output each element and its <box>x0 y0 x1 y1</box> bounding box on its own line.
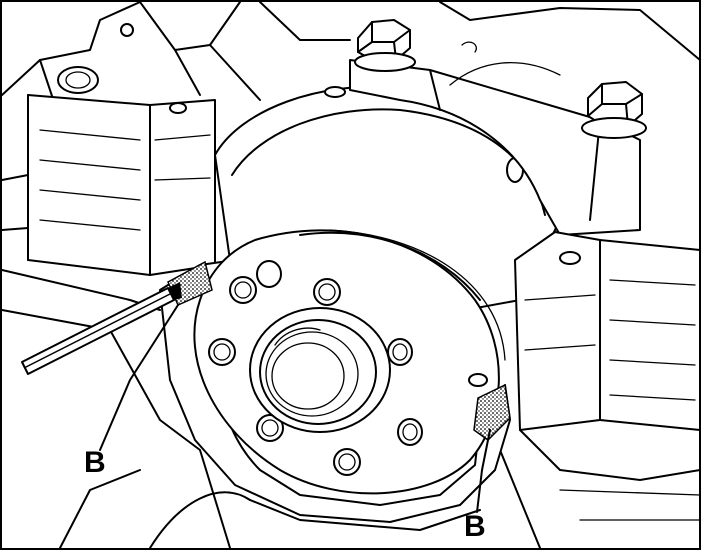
block-lower <box>1 269 701 549</box>
leader-line-left <box>99 304 179 451</box>
right-bearing-pillar <box>514 231 701 431</box>
callout-label-b-left: B <box>84 446 106 479</box>
flange-bolt-holes <box>208 260 423 476</box>
oil-hole <box>468 373 488 387</box>
block-upper-left <box>1 1 261 151</box>
left-bearing-pillar <box>1 94 216 276</box>
callout-label-b-right: B <box>464 510 486 543</box>
sealant-patch-right <box>473 383 511 441</box>
leader-line-right <box>476 429 491 513</box>
bolt-upper-right <box>581 81 647 139</box>
bolt-upper-left <box>354 19 416 72</box>
center-bore <box>249 307 391 433</box>
sealant-applicator-tool <box>21 282 182 375</box>
